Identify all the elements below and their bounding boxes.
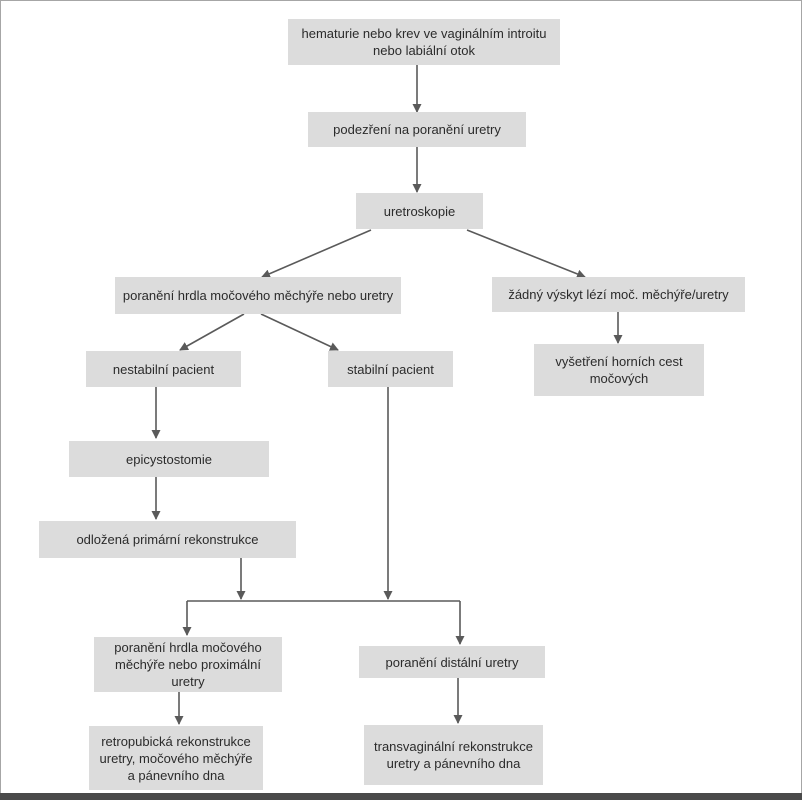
node-delayed-reconstruction-label: odložená primární rekonstrukce bbox=[76, 532, 259, 547]
node-retropubic-label: retropubická rekonstrukce uretry, močové… bbox=[99, 733, 253, 783]
node-distal-injury: poranění distální uretry bbox=[359, 646, 545, 678]
node-epicystostomy-label: epicystostomie bbox=[126, 451, 212, 467]
node-upper-tract-exam-label: vyšetření horních cest močových bbox=[555, 354, 683, 386]
node-epicystostomy: epicystostomie bbox=[69, 441, 269, 477]
node-retropubic: retropubická rekonstrukce uretry, močové… bbox=[89, 726, 263, 790]
node-injury-neck-urethra: poranění hrdla močového měchýře nebo ure… bbox=[115, 277, 401, 314]
node-unstable-label: nestabilní pacient bbox=[112, 361, 215, 377]
node-proximal-injury: poranění hrdla močového měchýře nebo pro… bbox=[94, 637, 282, 692]
bottom-bar bbox=[0, 793, 802, 800]
node-transvaginal-label: transvaginální rekonstrukce uretry a pán… bbox=[374, 739, 533, 771]
node-stable: stabilní pacient bbox=[328, 351, 453, 387]
node-suspicion-label: podezření na poranění uretry bbox=[333, 122, 501, 137]
node-unstable: nestabilní pacient bbox=[86, 351, 241, 387]
node-urethroscopy: uretroskopie bbox=[356, 193, 483, 229]
arrow-injury-to-unstable bbox=[179, 313, 245, 351]
node-delayed-reconstruction: odložená primární rekonstrukce bbox=[39, 521, 296, 558]
arrow-injury-to-stable bbox=[260, 313, 339, 351]
arrow-urethroscopy-to-injury bbox=[261, 229, 372, 278]
node-transvaginal: transvaginální rekonstrukce uretry a pán… bbox=[364, 725, 543, 785]
node-proximal-injury-label: poranění hrdla močového měchýře nebo pro… bbox=[114, 640, 262, 689]
node-upper-tract-exam: vyšetření horních cest močových bbox=[534, 344, 704, 396]
node-distal-injury-label: poranění distální uretry bbox=[385, 654, 519, 670]
node-suspicion: podezření na poranění uretry bbox=[308, 112, 526, 147]
node-no-lesions-label: žádný výskyt lézí moč. měchýře/uretry bbox=[508, 287, 729, 302]
node-no-lesions: žádný výskyt lézí moč. měchýře/uretry bbox=[492, 277, 745, 312]
arrow-urethroscopy-to-no-lesions bbox=[466, 229, 586, 279]
node-stable-label: stabilní pacient bbox=[347, 361, 434, 377]
node-injury-neck-urethra-label: poranění hrdla močového měchýře nebo ure… bbox=[122, 288, 394, 303]
node-urethroscopy-label: uretroskopie bbox=[383, 203, 456, 219]
node-hematuria: hematurie nebo krev ve vaginálním introi… bbox=[288, 19, 560, 65]
node-hematuria-label: hematurie nebo krev ve vaginálním introi… bbox=[301, 26, 547, 58]
